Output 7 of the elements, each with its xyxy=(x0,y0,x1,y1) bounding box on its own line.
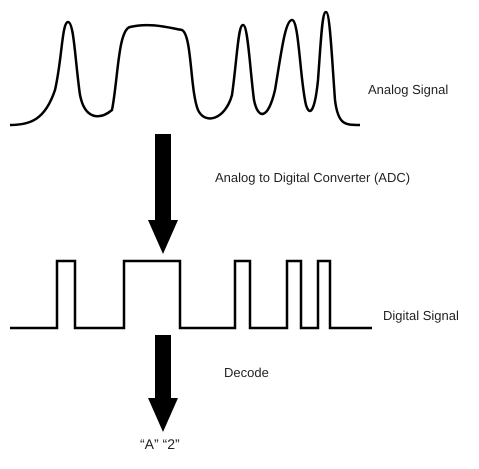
block-arrow xyxy=(148,134,178,254)
signal-label: Digital Signal xyxy=(383,308,459,323)
block-arrow xyxy=(148,335,178,432)
quoted-characters: “A” “2” xyxy=(140,436,180,452)
edge-label: Decode xyxy=(224,365,269,380)
signal-label: Analog Signal xyxy=(368,82,448,97)
edge-label: Analog to Digital Converter (ADC) xyxy=(215,170,410,185)
